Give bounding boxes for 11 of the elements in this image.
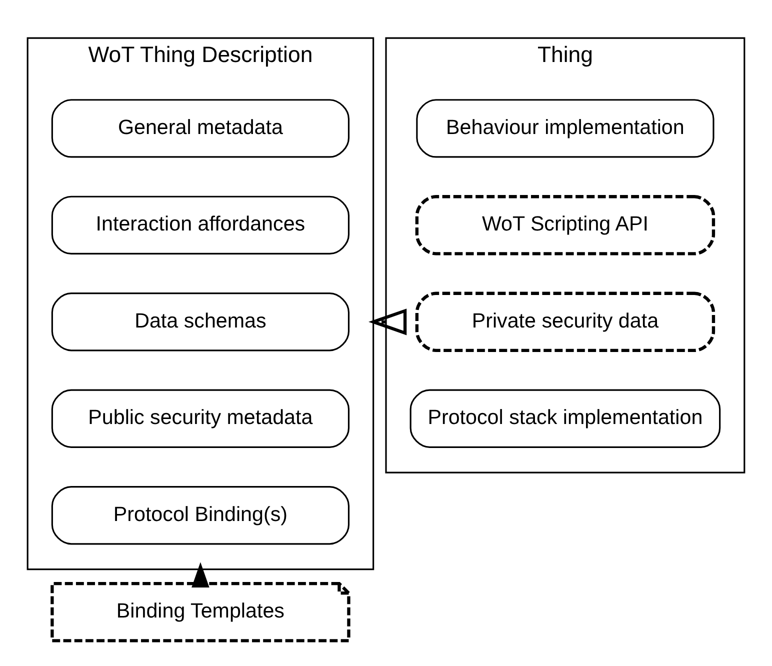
node-box: Data schemas: [51, 292, 350, 352]
arrow: [368, 308, 407, 336]
node-box: Protocol Binding(s): [51, 486, 350, 545]
node-box: Public security metadata: [51, 389, 350, 448]
arrow: [192, 562, 210, 588]
node-box: Behaviour implementation: [416, 99, 714, 158]
node-box: General metadata: [51, 99, 350, 158]
node-box: WoT Scripting API: [415, 195, 716, 256]
node-box: Private security data: [415, 292, 716, 352]
node-box: Protocol stack implementation: [410, 389, 721, 448]
node-box: Interaction affordances: [51, 196, 350, 254]
